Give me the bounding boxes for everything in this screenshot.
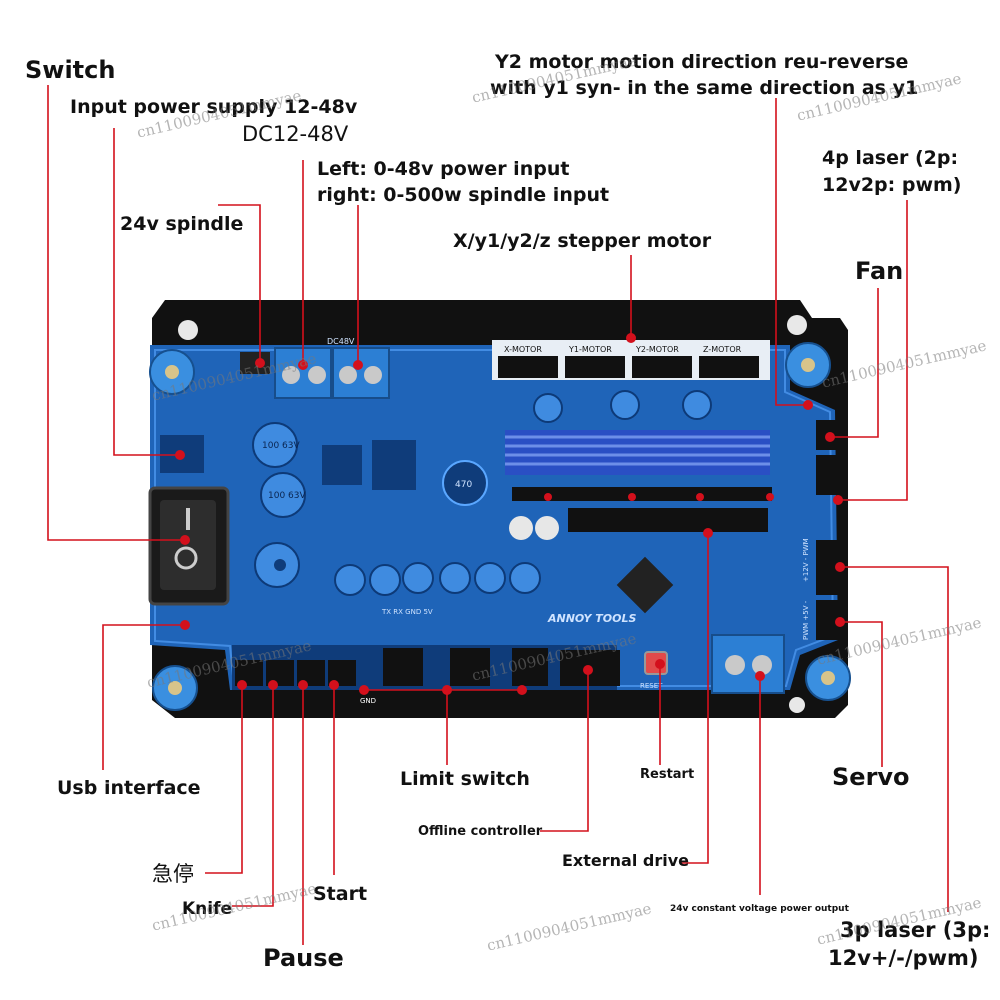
label-pause: Pause [263, 944, 344, 972]
label-left-power: Left: 0-48v power input [317, 158, 570, 180]
motor-header-y1: Y1-MOTOR [568, 345, 612, 354]
leader-y2 [775, 98, 808, 406]
standoff-screws [165, 358, 835, 695]
mount-hole-br [789, 697, 805, 713]
terminal-screw [364, 366, 382, 384]
gnd-label: GND [360, 697, 376, 705]
bottom-header-row [232, 645, 617, 690]
terminal-screw [752, 655, 772, 675]
motor-connector-y2 [632, 356, 692, 378]
driver-header [512, 487, 772, 501]
leader-usb [102, 624, 185, 770]
label-start: Start [313, 883, 368, 905]
leader-fan [830, 288, 879, 438]
leader-3p-laser [840, 566, 949, 912]
label-usb: Usb interface [57, 777, 201, 799]
label-switch: Switch [25, 56, 116, 84]
cap-small [535, 516, 559, 540]
inductor [442, 460, 488, 506]
regulator-1 [322, 445, 362, 485]
motor-header-y2: Y2-MOTOR [635, 345, 679, 354]
leader-servo [840, 621, 883, 767]
label-fan: Fan [855, 257, 904, 285]
leader-input-power [113, 128, 180, 456]
switch-mark-off [174, 546, 198, 570]
motor-connector-z [699, 356, 759, 378]
motor-header-z: Z-MOTOR [703, 345, 742, 354]
label-input-power: Input power supply 12-48v [70, 96, 358, 118]
label-24v-spindle: 24v spindle [120, 213, 244, 235]
heatsink-fins [505, 435, 770, 466]
label-limit-switch: Limit switch [400, 768, 530, 790]
label-knife: Knife [182, 899, 233, 919]
label-3p-laser-1: 3p laser (3p: [840, 918, 991, 942]
servo-pin-label: PWM +5V - [802, 600, 810, 640]
leader-external [680, 533, 709, 864]
power-switch-rocker [160, 500, 216, 590]
motor-connector-x [498, 356, 558, 378]
leader-dots [175, 333, 845, 695]
mount-hole-tr [787, 315, 807, 335]
label-3p-laser-2: 12v+/-/pwm) [828, 946, 979, 970]
cap-label-top: 100 63V [262, 441, 300, 451]
label-dc-range: DC12-48V [242, 122, 349, 146]
label-external-drive: External drive [562, 851, 689, 870]
label-4p-laser-2: 12v2p: pwm) [822, 174, 962, 196]
label-4p-laser-1: 4p laser (2p: [822, 147, 959, 169]
label-y2-line2: with y1 syn- in the same direction as y1 [490, 77, 919, 99]
label-right-spindle: right: 0-500w spindle input [317, 184, 610, 206]
inductor-label: 470 [455, 480, 472, 490]
leader-knife [232, 685, 274, 907]
cap-small [509, 516, 533, 540]
terminal-screw [339, 366, 357, 384]
mount-hole-tl [178, 320, 198, 340]
cap-label-mid: 100 63V [268, 491, 306, 501]
motor-header-x: X-MOTOR [504, 345, 542, 354]
serial-row-label: TX RX GND 5V [381, 608, 433, 616]
mcu-chip [616, 556, 674, 614]
bottom-connectors [235, 648, 620, 686]
label-servo: Servo [832, 763, 910, 791]
terminal-screw [282, 366, 300, 384]
laser-pin-label: +12V - PWM [802, 538, 810, 582]
terminal-screw [725, 655, 745, 675]
driver-header-2 [568, 508, 768, 532]
label-offline-controller: Offline controller [418, 824, 543, 839]
board-dc-label: DC48V [327, 337, 355, 346]
regulator-2 [372, 440, 416, 490]
leader-switch [47, 85, 185, 541]
capacitors [252, 390, 712, 596]
label-stepper: X/y1/y2/z stepper motor [453, 230, 712, 252]
leader-offline [540, 670, 589, 832]
leader-4p-laser [838, 200, 908, 501]
terminal-24v-out [711, 634, 785, 694]
pcb-trim [154, 349, 835, 687]
brand-logo: ANNOY TOOLS [547, 612, 636, 625]
label-y2-line1: Y2 motor motion direction reu-reverse [495, 51, 909, 73]
motor-connector-y1 [565, 356, 625, 378]
inductor-2 [274, 559, 286, 571]
reset-label: RESET [640, 682, 663, 690]
label-24v-constant: 24v constant voltage power output [670, 904, 849, 914]
leader-estop [205, 685, 243, 874]
terminal-screw [308, 366, 326, 384]
leader-lines [47, 85, 949, 945]
label-emergency-stop: 急停 [152, 862, 194, 886]
leader-24v-spindle [218, 204, 261, 363]
label-restart: Restart [640, 767, 695, 782]
